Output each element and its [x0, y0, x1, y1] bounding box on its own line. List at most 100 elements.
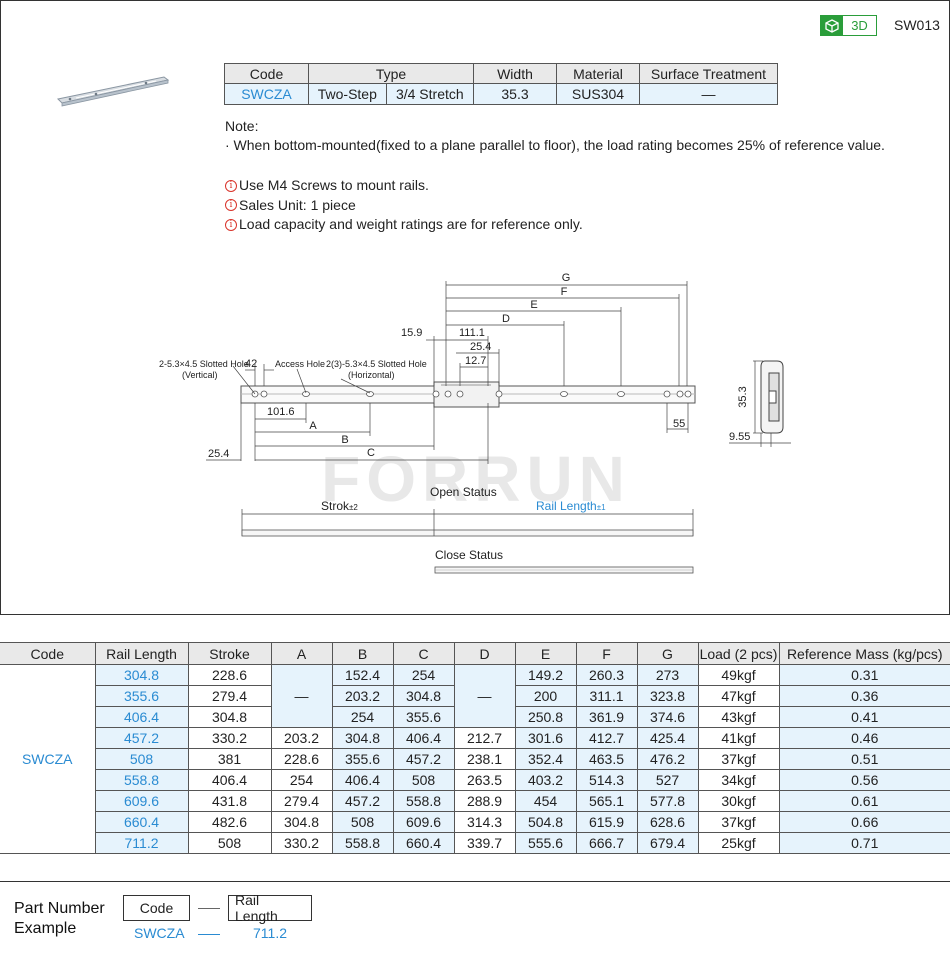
- d-cell: 212.7: [453, 727, 516, 749]
- dim-55: 55: [673, 418, 685, 430]
- col-g: G: [636, 642, 699, 665]
- product-sku: SW013: [894, 17, 940, 33]
- example-code-value[interactable]: SWCZA: [134, 925, 185, 941]
- d-cell: 288.9: [453, 790, 516, 812]
- col-a: A: [270, 642, 333, 665]
- c-cell: 355.6: [392, 706, 455, 728]
- f-cell: 565.1: [575, 790, 638, 812]
- code-cell[interactable]: SWCZA: [0, 664, 96, 854]
- d-cell: 263.5: [453, 769, 516, 791]
- f-cell: 412.7: [575, 727, 638, 749]
- g-cell: 577.8: [636, 790, 699, 812]
- info-icon: i: [225, 179, 237, 192]
- spec-surface: —: [639, 83, 778, 105]
- c-cell: 558.8: [392, 790, 455, 812]
- spec-header-type: Type: [308, 63, 474, 84]
- spec-material: SUS304: [556, 83, 640, 105]
- b-cell: 304.8: [331, 727, 394, 749]
- rail-length-cell[interactable]: 304.8: [94, 664, 189, 686]
- col-load: Load (2 pcs): [697, 642, 780, 665]
- rail-length-cell[interactable]: 457.2: [95, 727, 189, 749]
- col-e: E: [514, 642, 577, 665]
- dim-12-7: 12.7: [465, 355, 486, 367]
- c-cell: 609.6: [392, 811, 455, 833]
- stroke-cell: 330.2: [187, 727, 272, 749]
- rail-length-cell[interactable]: 711.2: [95, 832, 189, 854]
- info-icon: i: [225, 218, 237, 231]
- separator-dash: [198, 908, 220, 909]
- f-cell: 514.3: [575, 769, 638, 791]
- dimension-table: Code Rail Length Stroke A B C D E F G Lo…: [0, 642, 950, 854]
- a-cell: 228.6: [270, 748, 333, 770]
- f-cell: 260.3: [575, 664, 638, 686]
- rail-length-cell[interactable]: 609.6: [95, 790, 189, 812]
- dim-42: 42: [245, 358, 257, 370]
- rail-length-cell[interactable]: 660.4: [95, 811, 189, 833]
- c-cell: 304.8: [392, 685, 455, 707]
- stroke-cell: 482.6: [187, 811, 272, 833]
- dim-25-4-left: 25.4: [208, 448, 229, 460]
- info-icon: i: [225, 199, 237, 212]
- col-mass: Reference Mass (kg/pcs): [778, 642, 950, 665]
- dim-g: G: [562, 272, 571, 284]
- col-rail-length: Rail Length: [94, 642, 189, 665]
- label-access-hole: Access Hole: [275, 359, 325, 369]
- col-c: C: [392, 642, 455, 665]
- e-cell: 301.6: [514, 727, 577, 749]
- part-number-example: Part Number Example Code Rail Length SWC…: [0, 881, 950, 957]
- load-cell: 41kgf: [697, 727, 780, 749]
- e-cell: 504.8: [514, 811, 577, 833]
- stroke-label: Strok±2: [321, 499, 358, 513]
- info-text: Sales Unit: 1 piece: [239, 196, 356, 213]
- a-cell: 330.2: [270, 832, 333, 854]
- rail-length-cell[interactable]: 508: [95, 748, 189, 770]
- part-number-title-line1: Part Number: [14, 900, 105, 917]
- g-cell: 679.4: [636, 832, 699, 854]
- e-cell: 555.6: [514, 832, 577, 854]
- rail-length-cell[interactable]: 558.8: [95, 769, 189, 791]
- rail-length-cell[interactable]: 355.6: [95, 685, 189, 707]
- label-vertical: (Vertical): [182, 370, 218, 380]
- dim-f: F: [561, 286, 568, 298]
- load-cell: 47kgf: [697, 685, 780, 707]
- dim-e: E: [530, 299, 537, 311]
- rail-length-cell[interactable]: 406.4: [95, 706, 189, 728]
- spec-type-1: Two-Step: [308, 83, 387, 105]
- mass-cell: 0.66: [778, 811, 950, 833]
- dim-111-1: 111.1: [459, 327, 485, 339]
- col-code: Code: [0, 642, 96, 665]
- open-status-label: Open Status: [430, 485, 497, 499]
- load-cell: 30kgf: [697, 790, 780, 812]
- code-box: Code: [123, 895, 190, 921]
- dim-b: B: [341, 434, 348, 446]
- spec-header-width: Width: [473, 63, 557, 84]
- part-number-title: Part Number Example: [14, 899, 105, 939]
- info-text: Load capacity and weight ratings are for…: [239, 216, 583, 232]
- rail-length-label: Rail Length±1: [536, 499, 606, 513]
- 3d-model-button[interactable]: 3D: [820, 15, 877, 36]
- spec-type-2: 3/4 Stretch: [385, 83, 475, 105]
- col-f: F: [575, 642, 638, 665]
- spec-code[interactable]: SWCZA: [224, 83, 309, 105]
- b-cell: 457.2: [331, 790, 394, 812]
- example-rail-length-value[interactable]: 711.2: [253, 925, 287, 941]
- c-cell: 660.4: [392, 832, 455, 854]
- a-cell: 254: [270, 769, 333, 791]
- mass-cell: 0.61: [778, 790, 950, 812]
- f-cell: 361.9: [575, 706, 638, 728]
- g-cell: 273: [636, 664, 699, 686]
- dim-c: C: [367, 447, 375, 459]
- load-cell: 25kgf: [697, 832, 780, 854]
- f-cell: 311.1: [575, 685, 638, 707]
- product-info-panel: 3D SW013 Code Type Width Material Surfac…: [0, 0, 950, 615]
- stroke-cell: 304.8: [187, 706, 272, 728]
